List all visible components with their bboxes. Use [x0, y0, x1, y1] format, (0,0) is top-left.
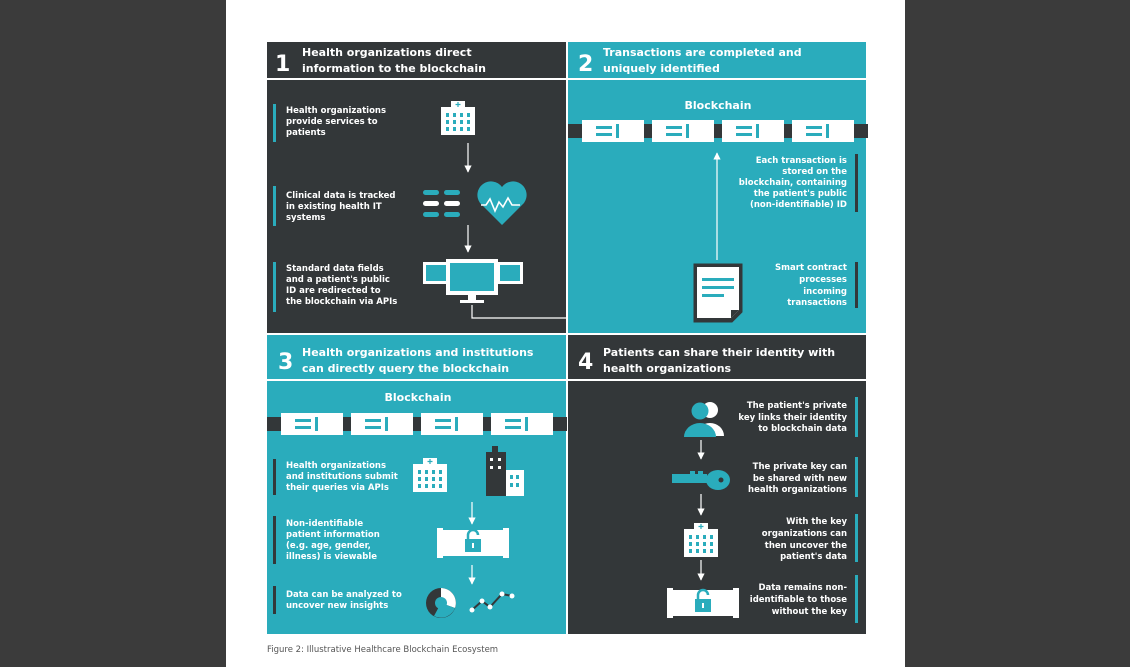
panel-4-title-line: health organizations — [603, 362, 732, 375]
blockchain-label: Blockchain — [685, 99, 752, 112]
accent-bar — [273, 586, 276, 614]
panel-1-title-line: Health organizations direct — [302, 46, 472, 59]
step-text: provide services to — [286, 117, 378, 127]
patients-icon — [684, 402, 724, 437]
document-page: 1 Health organizations direct informatio… — [226, 0, 905, 667]
step-text: identifiable to those — [750, 595, 847, 605]
step-text: Standard data fields — [286, 264, 384, 274]
panel-2-title-line: uniquely identified — [603, 62, 720, 75]
panel-4: 4 Patients can share their identity with… — [568, 335, 866, 634]
step-text: ID are redirected to — [286, 286, 381, 296]
key-icon — [672, 470, 730, 490]
step-text: the patient's public — [754, 189, 847, 199]
figure-caption: Figure 2: Illustrative Healthcare Blockc… — [267, 645, 498, 655]
step-text: key links their identity — [738, 413, 847, 423]
panel-3: 3 Health organizations and institutions … — [267, 335, 567, 634]
analytics-icon — [426, 588, 515, 618]
step-text: and a patient's public — [286, 275, 390, 285]
accent-bar — [855, 514, 858, 562]
panel-3-title-line: can directly query the blockchain — [302, 362, 509, 375]
accent-bar — [855, 262, 858, 308]
buildings-icon — [412, 446, 524, 496]
monitors-icon — [423, 259, 523, 303]
step-text: patients — [286, 128, 326, 138]
accent-bar — [273, 459, 276, 495]
panel-4-header — [568, 335, 866, 379]
panel-4-title-line: Patients can share their identity with — [603, 346, 835, 359]
step-text: With the key — [786, 517, 847, 527]
step-text: Non-identifiable — [286, 519, 363, 529]
document-icon — [693, 263, 743, 323]
accent-bar — [855, 154, 858, 212]
step-text: processes — [799, 275, 847, 285]
accent-bar — [273, 516, 276, 564]
step-text: their queries via APIs — [286, 483, 389, 493]
panel-1: 1 Health organizations direct informatio… — [267, 42, 685, 333]
accent-bar — [273, 186, 276, 226]
blockchain-label: Blockchain — [385, 391, 452, 404]
step-text: The patient's private — [747, 401, 847, 411]
panel-3-title-line: Health organizations and institutions — [302, 346, 534, 359]
step-text: Each transaction is — [756, 156, 847, 166]
panel-3-header — [267, 335, 566, 379]
panel-4-number: 4 — [578, 350, 593, 375]
step-text: stored on the — [782, 167, 847, 177]
panel-2-title-line: Transactions are completed and — [603, 46, 802, 59]
blockchain-chain — [568, 118, 868, 148]
step-text: transactions — [787, 298, 847, 308]
step-text: uncover new insights — [286, 601, 388, 611]
infographic: 1 Health organizations direct informatio… — [267, 42, 905, 655]
step-text: illness) is viewable — [286, 552, 377, 562]
panel-1-title-line: information to the blockchain — [302, 62, 486, 75]
step-text: the blockchain via APIs — [286, 297, 397, 307]
panel-1-number: 1 — [275, 52, 290, 77]
step-text: then uncover the — [765, 541, 847, 551]
step-text: be shared with new — [753, 474, 847, 484]
step-text: Smart contract — [775, 263, 847, 273]
panel-3-number: 3 — [278, 350, 293, 375]
heart-monitor-icon — [423, 181, 527, 225]
step-text: The private key can — [753, 462, 847, 472]
step-text: without the key — [772, 607, 848, 617]
step-text: to blockchain data — [758, 424, 847, 434]
panel-2: 2 Transactions are completed and uniquel… — [568, 42, 868, 333]
step-text: incoming — [803, 287, 847, 297]
step-text: patient's data — [780, 552, 847, 562]
accent-bar — [855, 457, 858, 497]
accent-bar — [273, 104, 276, 142]
step-text: Clinical data is tracked — [286, 191, 396, 201]
step-text: and institutions submit — [286, 472, 398, 482]
accent-bar — [855, 397, 858, 437]
step-text: in existing health IT — [286, 202, 382, 212]
step-text: health organizations — [748, 485, 847, 495]
panel-2-number: 2 — [578, 52, 593, 77]
unlocked-block-icon — [665, 586, 741, 620]
step-text: Health organizations — [286, 106, 386, 116]
unlocked-block-icon — [435, 526, 511, 560]
step-text: blockchain, containing — [739, 178, 847, 188]
step-text: organizations can — [762, 529, 847, 539]
step-text: Data can be analyzed to — [286, 590, 402, 600]
panel-1-header — [267, 42, 566, 78]
step-text: Data remains non- — [758, 583, 847, 593]
accent-bar — [273, 262, 276, 312]
step-text: (e.g. age, gender, — [286, 541, 371, 551]
step-text: patient information — [286, 530, 380, 540]
panel-2-header — [568, 42, 866, 78]
step-text: Health organizations — [286, 461, 386, 471]
accent-bar — [855, 575, 858, 623]
step-text: systems — [286, 213, 325, 223]
step-text: (non-identifiable) ID — [750, 200, 847, 210]
